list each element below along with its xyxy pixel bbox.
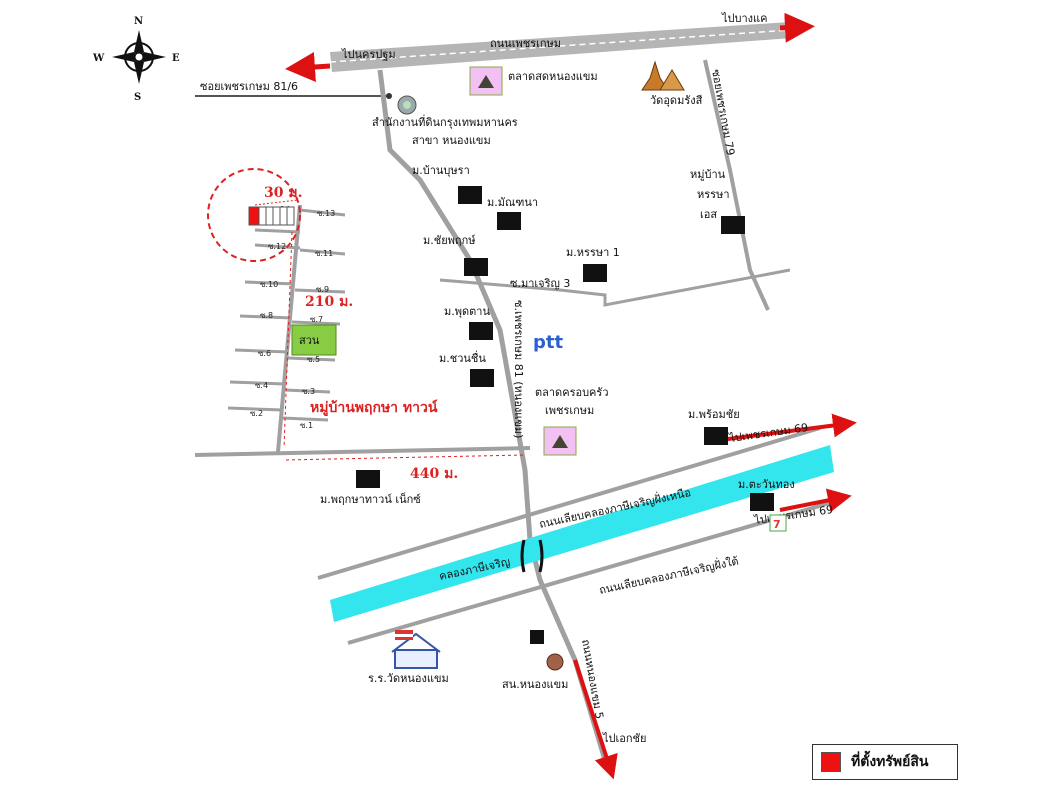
ptt-logo: ptt [533,332,563,353]
building-icon [470,369,494,387]
soi-10: ซ.10 [260,280,278,289]
village-pruksa-label: หมู่บ้านพฤกษา ทาวน์ [310,399,438,416]
compass-icon: N S E W [92,16,180,103]
ban-chaiyaphruek-label: ม.ชัยพฤกษ์ [423,234,476,247]
school-label: ร.ร.วัดหนองแขม [368,672,449,685]
building-icon [750,493,774,511]
building-icon [464,258,488,276]
soi-11: ซ.11 [315,249,333,258]
building-icon [583,264,607,282]
market-family-line2: เพชรเกษม [545,404,594,417]
soi-79-road: ซอยเพชรเกษม 79 [703,59,770,311]
market-nongkhaem-label: ตลาดสดหนองแขม [508,70,598,83]
ban-harraya1-label: ม.หรรษา 1 [566,246,620,259]
compass-west: W [92,53,105,64]
school-icon [391,630,441,669]
ban-phromchai-label: ม.พร้อมชัย [688,408,740,421]
to-ekachai-label: ไปเอกชัย [602,732,646,745]
soi-81-6-label: ซอยเพชรเกษม 81/6 [200,80,298,93]
soi-7: ซ.7 [310,315,323,324]
soi-3: ซ.3 [302,387,315,396]
compass-east: E [172,53,180,64]
land-office-line1: สำนักงานที่ดินกรุงเทพมหานคร [372,114,518,129]
buildings [356,186,774,644]
phetkasem-road: ถนนเพชรเกษม ไปบางแค ไปนครปฐม [285,12,815,82]
market-family-line1: ตลาดครอบครัว [535,386,609,399]
phetkasem-label: ถนนเพชรเกษม [490,37,561,50]
svg-text:7: 7 [773,518,781,531]
soi-machareon-3: ซ.มาเจริญ 3 [439,268,791,307]
soi-6: ซ.6 [258,349,271,358]
legend-label: ที่ตั้งทรัพย์สิน [851,754,929,770]
ban-pruksa-next-label: ม.พฤกษาทาวน์ เน็กซ์ [320,492,421,506]
soi-1: ซ.1 [300,421,313,430]
ban-chuanchuen-label: ม.ชวนชื่น [439,350,486,365]
police-label: สน.หนองแขม [502,678,568,691]
legend: ที่ตั้งทรัพย์สิน [812,744,958,780]
building-icon [458,186,482,204]
soi-5: ซ.5 [307,355,320,364]
building-icon [530,630,544,644]
canal: คลองภาษีเจริญ ถนนเลียบคลองภาษีเจริญฝั่งเ… [317,413,857,645]
soi-81-label: ซ.เพชรเกษม 81 (หนองแขม) [512,300,525,438]
soi-2: ซ.2 [250,409,263,418]
temple-label: วัดอุดมรังสี [650,94,703,107]
land-office-line2: สาขา หนองแขม [412,134,491,147]
soi-4: ซ.4 [255,381,268,390]
distance-guides: 210 ม. 440 ม. [283,231,525,482]
soi-12: ซ.12 [268,242,286,251]
machareon-3-label: ซ.มาเจริญ 3 [510,277,570,290]
to-nakhonpathom-label: ไปนครปฐม [341,48,396,61]
soi-79-label: ซอยเพชรเกษม 79 [709,68,737,156]
park-label: สวน [299,334,320,347]
village-roads [194,204,531,457]
market-icon [469,66,577,456]
compass-north: N [134,16,143,27]
to-bangkae-label: ไปบางแค [721,12,768,25]
legend-swatch [821,752,841,772]
property-location: 30 ม. [207,168,302,262]
park: สวน [291,324,337,356]
temple-icon [641,60,685,91]
dist-440: 440 ม. [410,466,458,482]
office-icon [397,95,417,115]
dist-210: 210 ม. [305,294,353,310]
building-icon [469,322,493,340]
building-icon [704,427,728,445]
ban-harraya-line3: เอส [700,208,717,221]
ban-phutthan-label: ม.พุดตาน [444,305,490,318]
police-icon [546,653,564,671]
compass-south: S [134,92,141,103]
soi-8: ซ.8 [260,311,273,320]
building-icon [721,216,745,234]
soi-9: ซ.9 [316,285,329,294]
ban-harraya-line1: หมู่บ้าน [690,168,726,181]
soi-81-6: ซอยเพชรเกษม 81/6 [195,80,392,99]
dist-30: 30 ม. [264,185,302,201]
building-icon [497,212,521,230]
seven-eleven-icon: 7 [769,514,787,532]
canal-south-road-label: ถนนเลียบคลองภาษีเจริญฝั่งใต้ [598,553,740,597]
ban-harraya-line2: หรรษา [697,188,730,201]
ban-tawanthong-label: ม.ตะวันทอง [738,478,795,491]
property-marker [248,206,260,226]
ban-manthana-label: ม.มัณฑนา [487,196,538,209]
soi-13: ซ.13 [317,209,335,218]
ban-bussara-label: ม.บ้านบุษรา [412,164,470,177]
building-icon [356,470,380,488]
